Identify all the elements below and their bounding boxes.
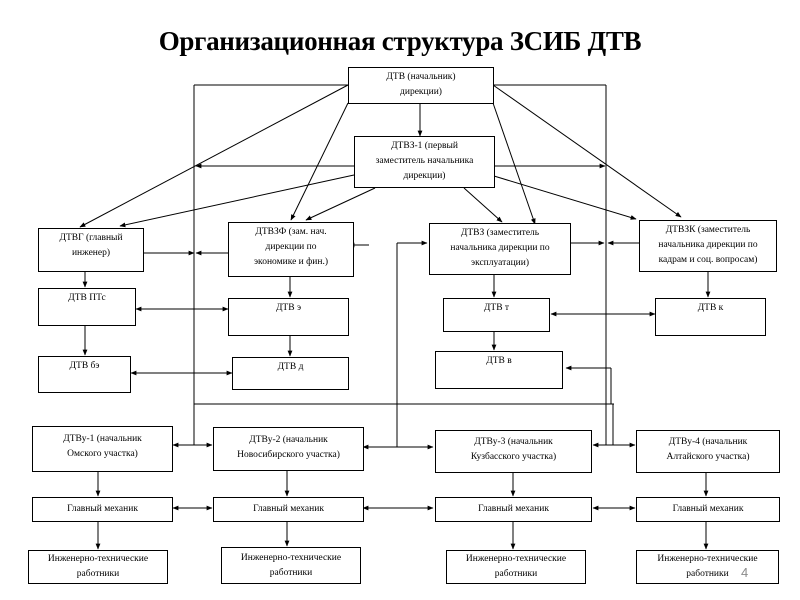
node-dtvu2-line1: ДТВу-2 (начальник [249, 435, 328, 445]
node-dtvzf-line1: ДТВЗФ (зам. нач. [255, 227, 327, 237]
node-dtv-d: ДТВ д [232, 357, 349, 390]
node-dtvzk-line1: ДТВЗК (заместитель [665, 225, 751, 235]
node-dtv-e-label: ДТВ э [275, 303, 302, 313]
node-dtv-pts-label: ДТВ ПТс [68, 293, 106, 303]
node-dtv-e: ДТВ э [228, 298, 349, 336]
node-dtvzk: ДТВЗК (заместитель начальника дирекции п… [639, 220, 777, 272]
node-dtv-line1: ДТВ (начальник) [386, 72, 456, 82]
node-dtvzf-line2: дирекции по [265, 242, 317, 252]
node-itr2: Инженерно-технические работники [221, 547, 361, 584]
node-dtvz1-line3: дирекции) [403, 171, 446, 181]
node-mech4-label: Главный механик [672, 504, 744, 514]
node-mech4: Главный механик [636, 497, 780, 522]
node-dtvu2-line2: Новосибирского участка) [237, 450, 340, 460]
node-itr3: Инженерно-технические работники [446, 550, 586, 584]
node-dtvu3-line1: ДТВу-3 (начальник [474, 437, 553, 447]
node-dtv-be: ДТВ бэ [38, 356, 131, 393]
node-dtvz-line3: эксплуатации) [471, 258, 529, 268]
node-dtvz-line2: начальника дирекции по [450, 243, 550, 253]
node-itr4: Инженерно-технические работники [636, 550, 779, 584]
node-mech2: Главный механик [213, 497, 364, 522]
node-dtv-pts: ДТВ ПТс [38, 288, 136, 326]
node-mech2-label: Главный механик [253, 504, 324, 514]
node-dtvu4-line2: Алтайского участка) [666, 452, 750, 462]
node-dtvzf: ДТВЗФ (зам. нач. дирекции по экономике и… [228, 222, 354, 277]
node-itr1: Инженерно-технические работники [28, 550, 168, 584]
node-dtv-line2: дирекции) [400, 87, 442, 97]
node-itr2-line2: работники [269, 567, 313, 578]
node-dtvzf-line3: экономике и фин.) [253, 257, 328, 267]
node-dtvg: ДТВГ (главный инженер) [38, 228, 144, 272]
node-dtvz1-line1: ДТВЗ-1 (первый [391, 141, 458, 151]
node-mech3-label: Главный механик [478, 504, 549, 514]
node-dtvu1-line1: ДТВу-1 (начальник [63, 434, 142, 444]
node-dtv-d-label: ДТВ д [277, 362, 304, 372]
node-dtvz-line1: ДТВЗ (заместитель [460, 228, 540, 238]
node-dtv-t: ДТВ т [443, 298, 550, 332]
node-dtvu1: ДТВу-1 (начальник Омского участка) [32, 426, 173, 472]
node-dtv-k-label: ДТВ к [697, 303, 724, 313]
node-itr4-line1: Инженерно-технические [657, 554, 758, 564]
node-dtvu4-line1: ДТВу-4 (начальник [668, 437, 748, 447]
node-dtv-t-label: ДТВ т [483, 303, 510, 313]
node-dtvz1-line2: заместитель начальника [375, 156, 474, 166]
node-dtv-k: ДТВ к [655, 298, 766, 336]
page-number: 4 [741, 565, 749, 580]
node-dtvu1-line2: Омского участка) [67, 449, 138, 459]
node-dtvu4: ДТВу-4 (начальник Алтайского участка) [636, 430, 780, 473]
node-dtv: ДТВ (начальник) дирекции) [348, 67, 494, 104]
node-dtvg-line1: ДТВГ (главный [59, 233, 123, 243]
node-itr3-line2: работники [494, 569, 538, 579]
node-mech3: Главный механик [435, 497, 592, 522]
node-itr1-line2: работники [76, 569, 120, 579]
node-dtv-be-label: ДТВ бэ [69, 361, 100, 371]
node-itr1-line1: Инженерно-технические [47, 554, 149, 564]
diagram-title: Организационная структура ЗСИБ ДТВ [158, 26, 642, 56]
node-dtvz: ДТВЗ (заместитель начальника дирекции по… [429, 223, 571, 275]
node-dtvu3-line2: Кузбасского участка) [470, 452, 557, 462]
node-dtv-v: ДТВ в [435, 351, 563, 389]
node-dtvu3: ДТВу-3 (начальник Кузбасского участка) [435, 430, 592, 473]
node-dtvzk-line2: начальника дирекции по [658, 240, 758, 250]
node-dtvzk-line3: кадрам и соц. вопросам) [658, 255, 758, 265]
node-mech1: Главный механик [32, 497, 173, 522]
node-itr3-line1: Инженерно-технические [465, 554, 567, 564]
node-mech1-label: Главный механик [67, 504, 138, 514]
node-dtvz1: ДТВЗ-1 (первый заместитель начальника ди… [354, 136, 495, 188]
node-dtvg-line2: инженер) [71, 248, 111, 258]
node-itr4-line2: работники [686, 569, 729, 579]
node-dtvu2: ДТВу-2 (начальник Новосибирского участка… [213, 427, 364, 471]
node-itr2-line1: Инженерно-технические [240, 552, 342, 563]
node-dtv-v-label: ДТВ в [486, 356, 512, 366]
